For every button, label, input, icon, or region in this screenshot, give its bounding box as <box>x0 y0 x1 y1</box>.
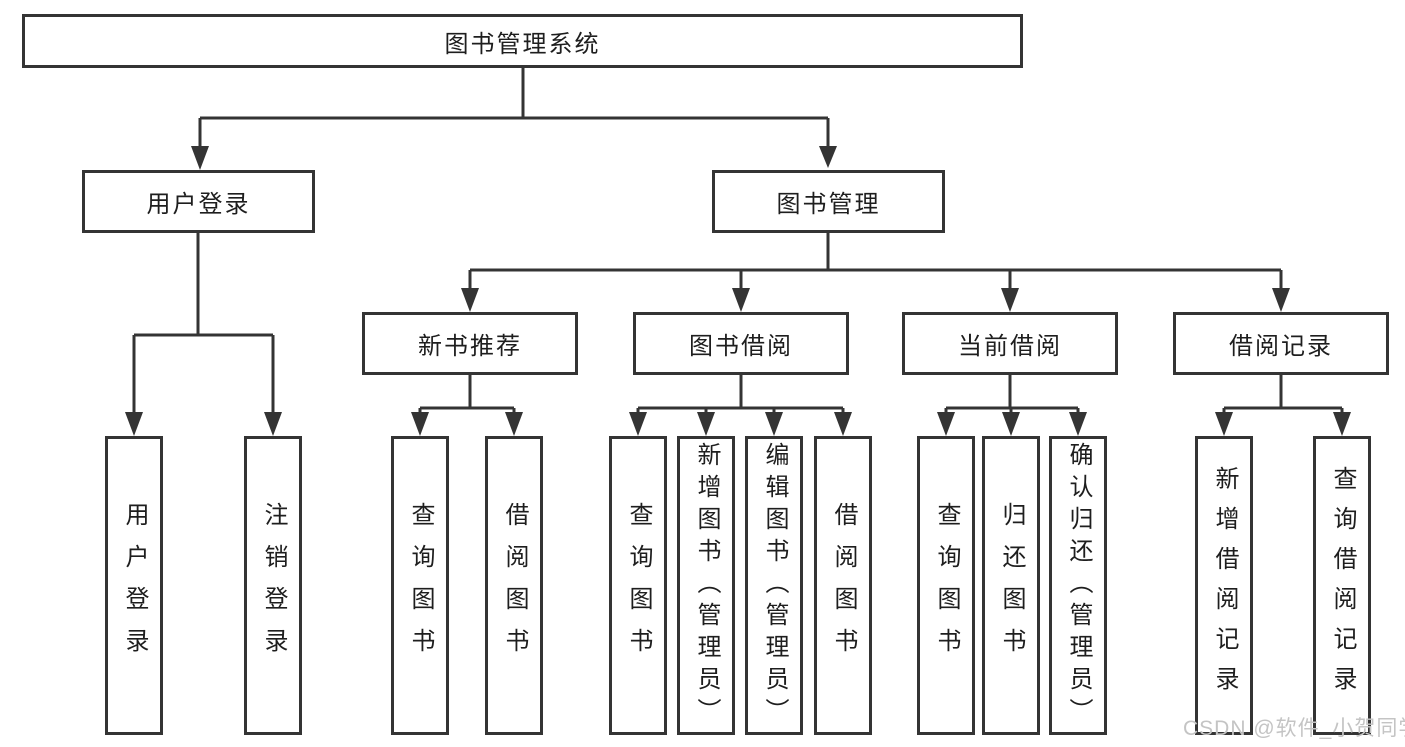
node-book-management-branch: 图书管理 <box>712 170 945 233</box>
node-root-system-label: 图书管理系统 <box>444 30 601 58</box>
node-book-borrow: 图书借阅 <box>633 312 849 375</box>
leaf-confirm-return-admin: 确认归还（管理员） <box>1049 436 1107 735</box>
node-new-book-recommend-label: 新书推荐 <box>418 333 522 360</box>
leaf-add-books-admin: 新增图书（管理员） <box>677 436 735 735</box>
leaf-query-books-recommend: 查询图书 <box>391 436 449 735</box>
node-new-book-recommend: 新书推荐 <box>362 312 578 375</box>
node-root-system: 图书管理系统 <box>22 14 1023 68</box>
leaf-borrow-books-recommend: 借阅图书 <box>485 436 543 735</box>
leaf-user-login: 用户登录 <box>105 436 163 735</box>
leaf-logout-login: 注销登录 <box>244 436 302 735</box>
node-borrow-records-label: 借阅记录 <box>1229 333 1333 360</box>
node-user-login-branch: 用户登录 <box>82 170 315 233</box>
leaf-edit-books-admin: 编辑图书（管理员） <box>745 436 803 735</box>
leaf-query-borrow-record: 查询借阅记录 <box>1313 436 1371 735</box>
leaf-borrow-books: 借阅图书 <box>814 436 872 735</box>
node-current-borrow: 当前借阅 <box>902 312 1118 375</box>
node-borrow-records: 借阅记录 <box>1173 312 1389 375</box>
leaf-add-borrow-record: 新增借阅记录 <box>1195 436 1253 735</box>
node-user-login-branch-label: 用户登录 <box>146 191 251 218</box>
csdn-watermark: CSDN @软件_小贺同学 <box>1183 717 1405 740</box>
node-book-borrow-label: 图书借阅 <box>689 333 793 360</box>
leaf-query-books-borrow: 查询图书 <box>609 436 667 735</box>
node-current-borrow-label: 当前借阅 <box>958 333 1062 360</box>
leaf-query-books-current: 查询图书 <box>917 436 975 735</box>
node-book-management-branch-label: 图书管理 <box>776 191 881 218</box>
leaf-return-books: 归还图书 <box>982 436 1040 735</box>
